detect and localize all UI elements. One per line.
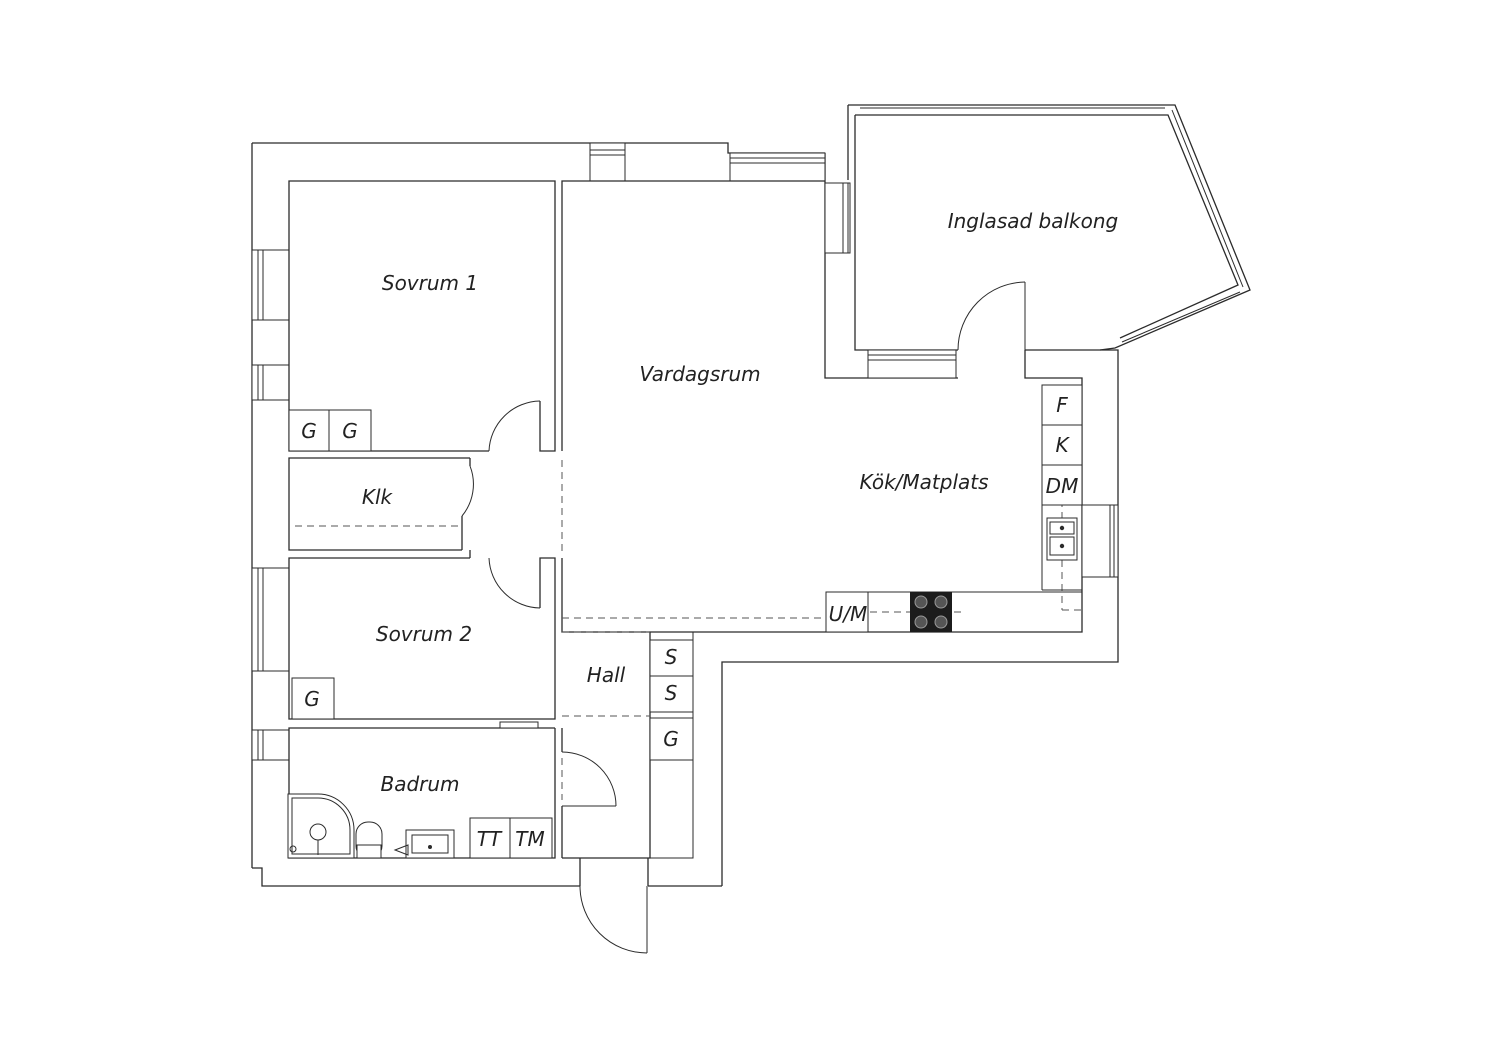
wardrobe-label: G	[663, 727, 679, 751]
room-label-klk: Klk	[362, 485, 394, 509]
dishwasher-label: DM	[1046, 474, 1079, 498]
fridge-label: F	[1056, 393, 1068, 417]
toilet-icon	[355, 821, 383, 859]
room-label-sovrum1: Sovrum 1	[382, 271, 478, 295]
washbasin-icon	[393, 829, 455, 859]
room-label-vardagsrum: Vardagsrum	[639, 362, 760, 386]
wardrobe-label: G	[301, 419, 317, 443]
windows	[251, 142, 1119, 761]
interior-walls	[288, 180, 825, 859]
doors	[461, 281, 1026, 954]
kitchen-counters	[825, 384, 1083, 633]
room-label-badrum: Badrum	[380, 772, 459, 796]
room-label-hall: Hall	[587, 663, 626, 687]
shower-icon	[287, 793, 355, 859]
stove-icon	[910, 592, 952, 632]
closet-label: S	[665, 645, 678, 669]
room-label-kok: Kök/Matplats	[859, 470, 988, 494]
wardrobe-label: G	[304, 687, 320, 711]
sink-icon	[1046, 517, 1078, 561]
washer-label: TM	[515, 827, 544, 851]
room-label-balkong: Inglasad balkong	[948, 209, 1119, 233]
dryer-label: TT	[477, 827, 503, 851]
closet-label: S	[665, 681, 678, 705]
freezer-label: K	[1055, 433, 1070, 457]
wardrobe-label: G	[342, 419, 358, 443]
oven-micro-label: U/M	[829, 602, 868, 626]
room-label-sovrum2: Sovrum 2	[376, 622, 472, 646]
storage-units	[288, 409, 694, 859]
laundry-units	[469, 817, 553, 859]
